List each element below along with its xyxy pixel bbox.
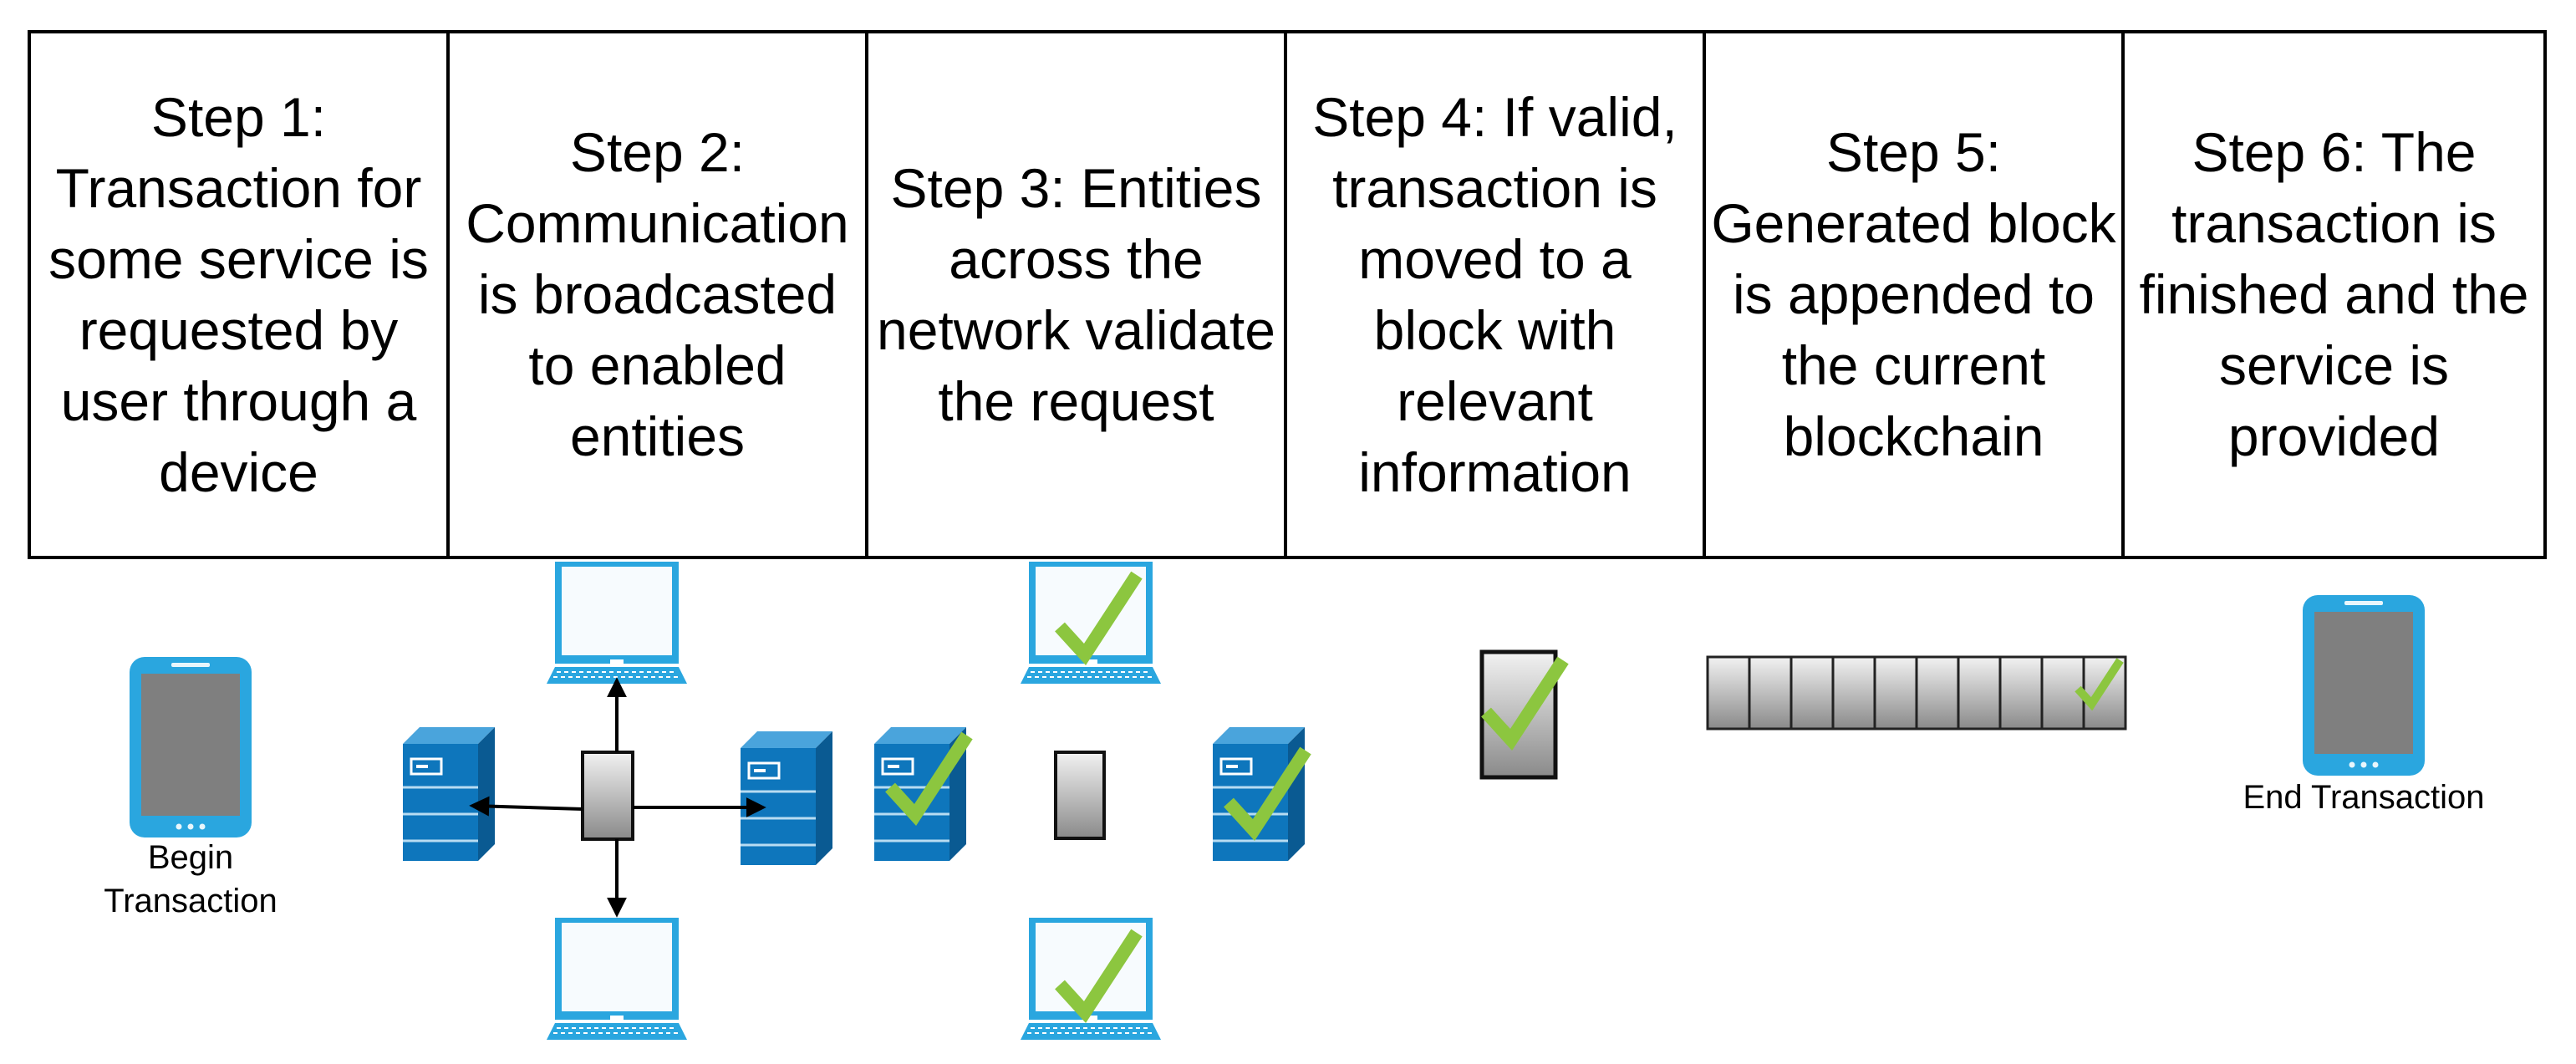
step-5-label: Step 5: Generated block is appended to t… [1711,121,2116,467]
begin-tablet-icon [130,657,252,837]
block-icon [581,751,634,841]
step-4-label: Step 4: If valid, transaction is moved t… [1312,85,1677,503]
step-1-cell: Step 1: Transaction for some service is … [31,33,450,556]
step-6-cell: Step 6: The transaction is finished and … [2125,33,2543,556]
chain-block [1873,655,1918,731]
chain-block [1706,655,1751,731]
chain-block [1831,655,1876,731]
begin-caption-text: Begin Transaction [104,839,277,919]
begin-transaction-caption: Begin Transaction [65,836,316,923]
server-right-icon [739,730,834,867]
step-2-cell: Step 2: Communication is broadcasted to … [450,33,868,556]
chain-block [1957,655,2002,731]
step-1-label: Step 1: Transaction for some service is … [48,85,429,503]
step-6-label: Step 6: The transaction is finished and … [2139,121,2529,467]
step-3-label: Step 3: Entities across the network vali… [877,156,1275,432]
block-pending-icon [1054,751,1106,840]
server-validated-right-icon [1211,725,1306,863]
step-3-cell: Step 3: Entities across the network vali… [868,33,1287,556]
step-5-cell: Step 5: Generated block is appended to t… [1706,33,2125,556]
chain-block [1748,655,1793,731]
laptop-top-icon [546,561,688,685]
end-caption-text: End Transaction [2243,779,2485,816]
step-2-label: Step 2: Communication is broadcasted to … [466,121,849,467]
blockchain [1706,655,2127,731]
end-transaction-caption: End Transaction [2238,776,2489,819]
chain-block [1998,655,2044,731]
chain-block [1915,655,1960,731]
arrow-left [469,796,583,817]
chain-block [1789,655,1835,731]
server-left-icon [401,725,496,863]
chain-block-checkmark-icon [2075,658,2124,711]
step-4-cell: Step 4: If valid, transaction is moved t… [1287,33,1706,556]
laptop-bottom-icon [546,917,688,1041]
end-tablet-icon [2303,595,2425,776]
steps-table: Step 1: Transaction for some service is … [28,30,2547,559]
